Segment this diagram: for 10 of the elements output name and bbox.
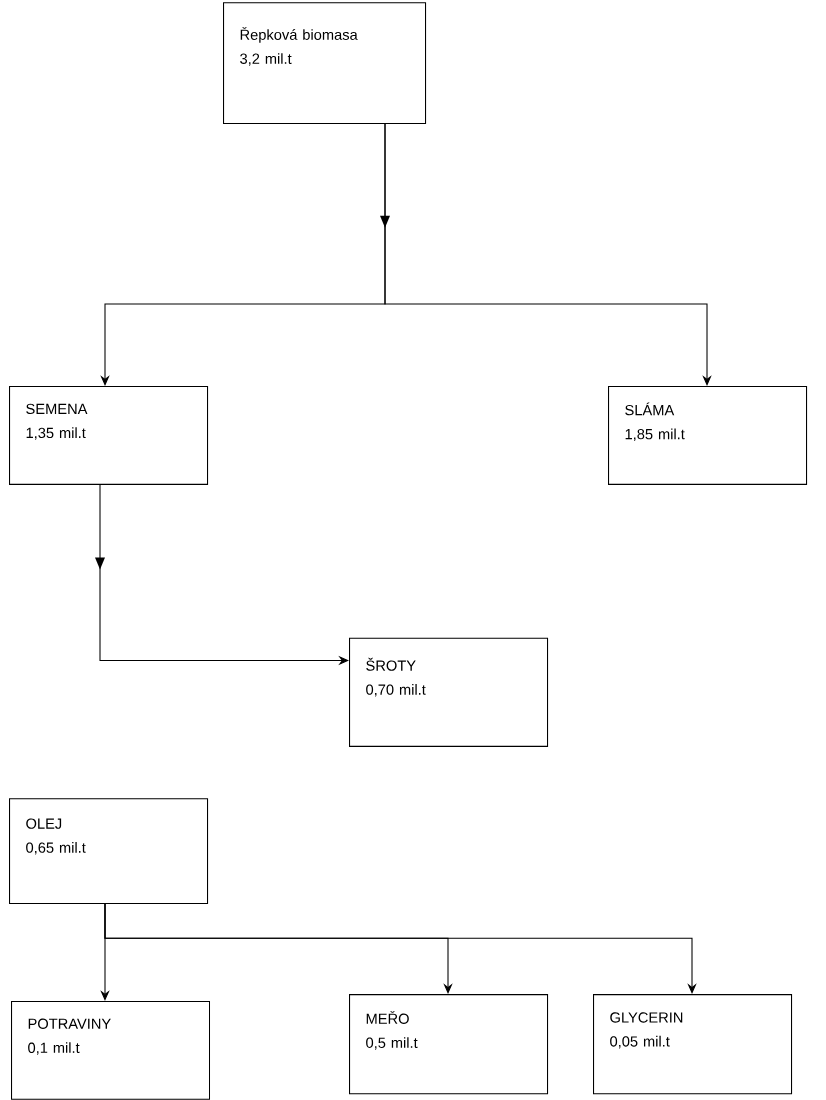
process-box: Řepková biomasa 3,2 mil.t [223, 2, 427, 125]
process-box: POTRAVINY 0,1 mil.t [11, 1000, 211, 1100]
arrowhead [380, 215, 390, 228]
process-box: SEMENA 1,35 mil.t [9, 386, 209, 485]
process-box: ŠROTY 0,70 mil.t [349, 637, 549, 747]
process-box: SLÁMA 1,85 mil.t [608, 386, 808, 485]
process-box: OLEJ 0,65 mil.t [9, 798, 209, 905]
process-box: GLYCERIN 0,05 mil.t [593, 994, 793, 1095]
arrow [384, 123, 712, 386]
process-box: MEŘO 0,5 mil.t [349, 994, 549, 1095]
